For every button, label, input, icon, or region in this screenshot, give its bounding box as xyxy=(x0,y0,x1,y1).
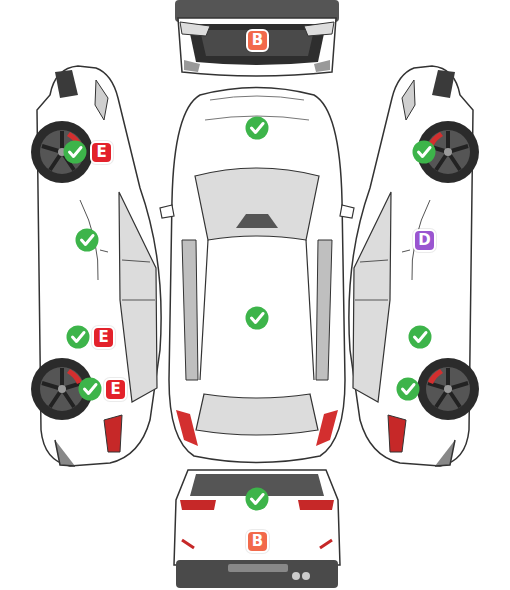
damage-code-letter: B xyxy=(252,534,263,549)
damage-code-badge: E xyxy=(104,378,127,401)
damage-code-badge: B xyxy=(246,29,269,52)
damage-code-letter: E xyxy=(98,330,108,345)
damage-code-letter: E xyxy=(110,382,120,397)
damage-code-badge: E xyxy=(90,141,113,164)
damage-code-letter: E xyxy=(96,145,106,160)
right-side-view xyxy=(349,66,479,466)
damage-code-letter: D xyxy=(418,233,430,248)
damage-code-badge: E xyxy=(92,326,115,349)
damage-code-badge: D xyxy=(413,229,436,252)
front-view xyxy=(175,0,339,76)
left-side-view xyxy=(31,66,161,466)
damage-code-letter: B xyxy=(252,33,263,48)
damage-code-badge: B xyxy=(246,530,269,553)
ok-check-marks xyxy=(64,117,436,511)
rear-view xyxy=(174,470,340,588)
top-view xyxy=(160,88,354,463)
